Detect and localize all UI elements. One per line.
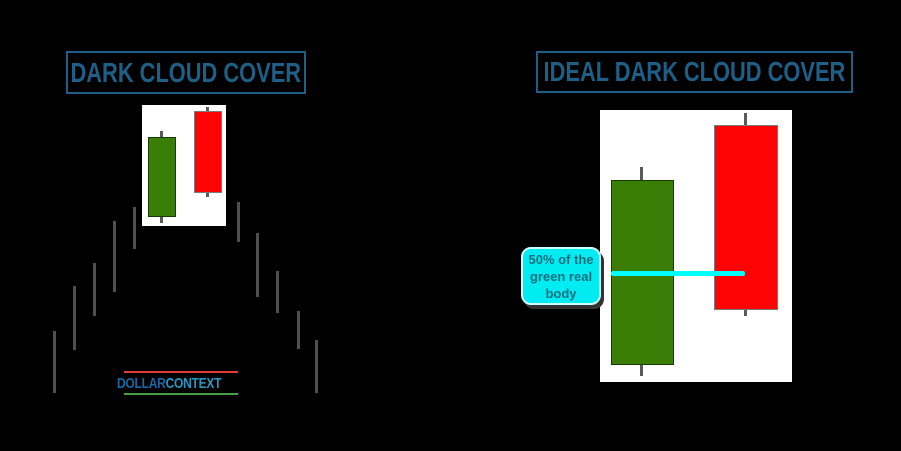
left-green-candle-body xyxy=(148,137,176,217)
trend-wick xyxy=(73,286,76,350)
right-title-box: IDEAL DARK CLOUD COVER xyxy=(536,51,853,93)
trend-wick xyxy=(133,207,136,249)
fifty-percent-line xyxy=(611,271,745,276)
fifty-percent-callout: 50% of the green real body xyxy=(521,247,601,305)
trend-wick xyxy=(297,311,300,349)
left-red-candle-body xyxy=(194,111,222,193)
trend-wick xyxy=(53,331,56,393)
left-title-box: DARK CLOUD COVER xyxy=(66,51,306,94)
trend-wick xyxy=(93,263,96,316)
trend-wick xyxy=(237,202,240,242)
trend-wick xyxy=(276,271,279,313)
trend-wick xyxy=(256,233,259,297)
fifty-percent-callout-text: 50% of the green real body xyxy=(528,251,594,301)
logo-word-dollar: DOLLAR xyxy=(117,375,166,392)
dollarcontext-logo-text: DOLLARCONTEXT xyxy=(117,375,221,392)
ideal-red-candle-body xyxy=(714,125,778,310)
right-title: IDEAL DARK CLOUD COVER xyxy=(543,56,846,87)
trend-wick xyxy=(315,340,318,393)
logo-word-context: CONTEXT xyxy=(165,375,222,392)
left-title: DARK CLOUD COVER xyxy=(70,56,302,88)
dollarcontext-logo: DOLLARCONTEXT xyxy=(117,371,238,395)
trend-wick xyxy=(113,221,116,292)
